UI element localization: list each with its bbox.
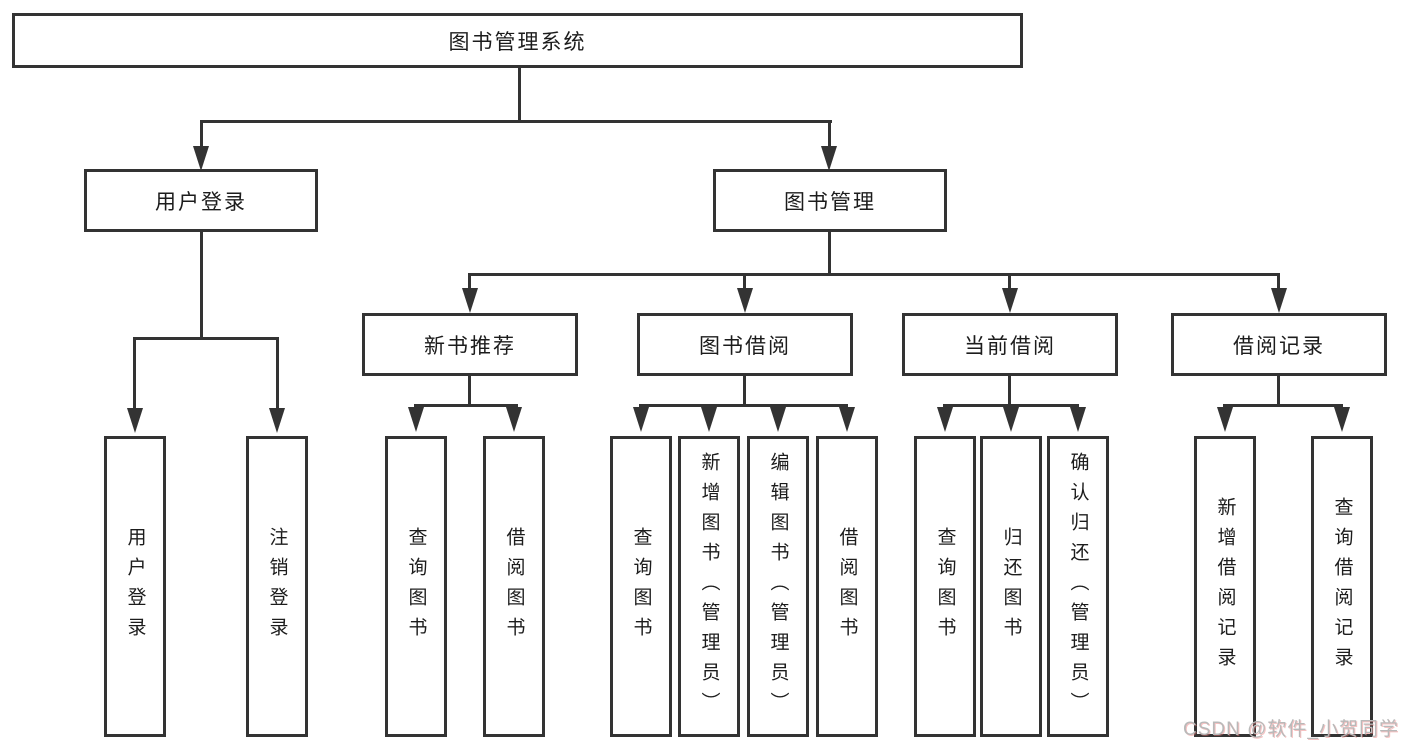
connector-line xyxy=(1008,376,1011,407)
node-label: 新增图书（管理员） xyxy=(698,451,720,722)
arrow-down-icon xyxy=(737,288,753,313)
connector-line xyxy=(200,120,832,123)
connector-line xyxy=(200,123,203,147)
node-label: 编辑图书（管理员） xyxy=(767,451,789,722)
node-label: 借阅图书 xyxy=(503,526,525,647)
arrow-down-icon xyxy=(408,407,424,432)
arrow-down-icon xyxy=(821,146,837,171)
connector-line xyxy=(468,276,471,289)
node-leaf-bb-edit-books-admin: 编辑图书（管理员） xyxy=(747,436,809,737)
connector-line xyxy=(133,337,279,340)
node-current-borrow: 当前借阅 xyxy=(902,313,1118,376)
connector-line xyxy=(743,376,746,407)
arrow-down-icon xyxy=(1217,407,1233,432)
node-label: 当前借阅 xyxy=(964,334,1056,358)
node-new-book-recommend: 新书推荐 xyxy=(362,313,578,376)
arrow-down-icon xyxy=(1003,407,1019,432)
connector-line xyxy=(1008,276,1011,289)
connector-line xyxy=(1223,404,1343,407)
connector-line xyxy=(518,68,521,123)
arrow-down-icon xyxy=(1271,288,1287,313)
arrow-down-icon xyxy=(269,408,285,433)
arrow-down-icon xyxy=(462,288,478,313)
node-leaf-cb-confirm-return-admin: 确认归还（管理员） xyxy=(1047,436,1109,737)
arrow-down-icon xyxy=(506,407,522,432)
arrow-down-icon xyxy=(1002,288,1018,313)
node-leaf-nb-query-books: 查询图书 xyxy=(385,436,447,737)
node-label: 确认归还（管理员） xyxy=(1067,451,1089,722)
node-leaf-logout: 注销登录 xyxy=(246,436,308,737)
node-leaf-br-add-record: 新增借阅记录 xyxy=(1194,436,1256,737)
connector-line xyxy=(468,273,1280,276)
arrow-down-icon xyxy=(633,407,649,432)
connector-line xyxy=(468,376,471,407)
connector-line xyxy=(1277,376,1280,407)
connector-line xyxy=(828,232,831,276)
node-label: 用户登录 xyxy=(124,526,146,647)
node-label: 查询借阅记录 xyxy=(1331,496,1353,677)
connector-line xyxy=(133,340,136,408)
node-label: 图书借阅 xyxy=(699,334,791,358)
arrow-down-icon xyxy=(701,407,717,432)
node-borrow-records: 借阅记录 xyxy=(1171,313,1387,376)
node-leaf-cb-query-books: 查询图书 xyxy=(914,436,976,737)
arrow-down-icon xyxy=(839,407,855,432)
node-label: 新书推荐 xyxy=(424,334,516,358)
arrow-down-icon xyxy=(937,407,953,432)
connector-line xyxy=(639,404,848,407)
node-leaf-bb-borrow-books: 借阅图书 xyxy=(816,436,878,737)
arrow-down-icon xyxy=(770,407,786,432)
node-label: 借阅图书 xyxy=(836,526,858,647)
node-label: 图书管理 xyxy=(784,190,876,214)
node-label: 图书管理系统 xyxy=(448,30,587,54)
node-leaf-user-login: 用户登录 xyxy=(104,436,166,737)
node-leaf-bb-query-books: 查询图书 xyxy=(610,436,672,737)
node-book-management: 图书管理 xyxy=(713,169,947,232)
node-user-login: 用户登录 xyxy=(84,169,318,232)
connector-line xyxy=(276,340,279,408)
node-label: 查询图书 xyxy=(630,526,652,647)
node-label: 用户登录 xyxy=(155,190,247,214)
node-leaf-bb-add-books-admin: 新增图书（管理员） xyxy=(678,436,740,737)
connector-line xyxy=(1277,276,1280,289)
connector-line xyxy=(414,404,518,407)
node-root: 图书管理系统 xyxy=(12,13,1023,68)
node-label: 新增借阅记录 xyxy=(1214,496,1236,677)
arrow-down-icon xyxy=(193,146,209,171)
node-book-borrow: 图书借阅 xyxy=(637,313,853,376)
connector-line xyxy=(743,276,746,289)
connector-line xyxy=(200,232,203,340)
node-leaf-nb-borrow-books: 借阅图书 xyxy=(483,436,545,737)
arrow-down-icon xyxy=(1070,407,1086,432)
node-leaf-cb-return-books: 归还图书 xyxy=(980,436,1042,737)
watermark: CSDN @软件_小贺同学 xyxy=(1183,719,1399,740)
node-label: 借阅记录 xyxy=(1233,334,1325,358)
connector-line xyxy=(943,404,1079,407)
node-label: 归还图书 xyxy=(1000,526,1022,647)
node-label: 查询图书 xyxy=(934,526,956,647)
node-leaf-br-query-record: 查询借阅记录 xyxy=(1311,436,1373,737)
arrow-down-icon xyxy=(1334,407,1350,432)
node-label: 查询图书 xyxy=(405,526,427,647)
connector-line xyxy=(828,123,831,147)
node-label: 注销登录 xyxy=(266,526,288,647)
arrow-down-icon xyxy=(127,408,143,433)
